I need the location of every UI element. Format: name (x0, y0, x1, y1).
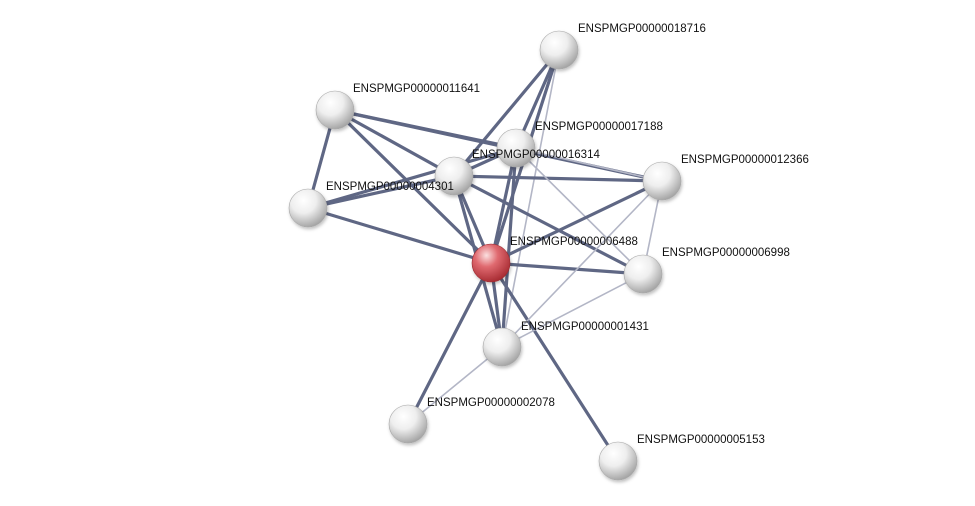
edge-enspmgp00000016314-enspmgp00000012366[interactable] (452, 174, 664, 183)
node-label-enspmgp00000006488: ENSPMGP00000006488 (510, 236, 638, 248)
edge-enspmgp00000016314-enspmgp00000006998[interactable] (452, 174, 645, 276)
edge-enspmgp00000006488-enspmgp00000005153[interactable] (489, 261, 620, 463)
node-enspmgp00000005153[interactable] (598, 441, 638, 481)
node-label-enspmgp00000006998: ENSPMGP00000006998 (662, 247, 790, 259)
node-enspmgp00000017188[interactable] (496, 128, 536, 168)
node-enspmgp00000006998[interactable] (623, 254, 663, 294)
node-enspmgp00000011641[interactable] (315, 90, 355, 130)
edge-enspmgp00000012366-enspmgp00000001431[interactable] (501, 180, 663, 348)
labels-layer: ENSPMGP00000018716ENSPMGP00000011641ENSP… (326, 23, 809, 446)
node-enspmgp00000018716[interactable] (539, 30, 579, 70)
node-label-enspmgp00000005153: ENSPMGP00000005153 (637, 434, 765, 446)
edge-enspmgp00000018716-enspmgp00000016314[interactable] (452, 48, 561, 178)
edge-enspmgp00000004301-enspmgp00000017188[interactable] (306, 146, 518, 210)
node-label-enspmgp00000016314: ENSPMGP00000016314 (472, 149, 600, 161)
edge-enspmgp00000004301-enspmgp00000016314[interactable] (306, 174, 456, 210)
nodes-layer (288, 30, 682, 481)
node-label-enspmgp00000018716: ENSPMGP00000018716 (578, 23, 706, 35)
node-label-enspmgp00000002078: ENSPMGP00000002078 (427, 397, 555, 409)
node-label-enspmgp00000004301: ENSPMGP00000004301 (326, 181, 454, 193)
edge-enspmgp00000017188-enspmgp00000012366[interactable] (515, 147, 663, 182)
node-enspmgp00000004301[interactable] (288, 188, 328, 228)
node-label-enspmgp00000011641: ENSPMGP00000011641 (353, 83, 480, 95)
node-enspmgp00000006488[interactable] (471, 243, 511, 283)
edge-enspmgp00000017188-enspmgp00000006488[interactable] (489, 146, 518, 265)
node-enspmgp00000012366[interactable] (642, 161, 682, 201)
edge-enspmgp00000006488-enspmgp00000012366[interactable] (489, 179, 664, 265)
node-enspmgp00000001431[interactable] (482, 327, 522, 367)
edge-enspmgp00000006488-enspmgp00000002078[interactable] (406, 261, 493, 426)
edge-enspmgp00000004301-enspmgp00000006488[interactable] (306, 206, 493, 265)
node-enspmgp00000002078[interactable] (388, 404, 428, 444)
edge-enspmgp00000006488-enspmgp00000006998[interactable] (489, 261, 645, 276)
edge-enspmgp00000017188-enspmgp00000006998[interactable] (515, 147, 644, 275)
node-label-enspmgp00000012366: ENSPMGP00000012366 (681, 154, 809, 166)
node-label-enspmgp00000017188: ENSPMGP00000017188 (535, 121, 663, 133)
node-label-enspmgp00000001431: ENSPMGP00000001431 (521, 321, 649, 333)
node-enspmgp00000016314[interactable] (434, 156, 474, 196)
edge-enspmgp00000001431-enspmgp00000002078[interactable] (407, 346, 503, 425)
edge-enspmgp00000006998-enspmgp00000001431[interactable] (501, 273, 644, 348)
edge-enspmgp00000017188-enspmgp00000001431[interactable] (500, 146, 518, 349)
edge-enspmgp00000011641-enspmgp00000016314[interactable] (333, 108, 456, 178)
